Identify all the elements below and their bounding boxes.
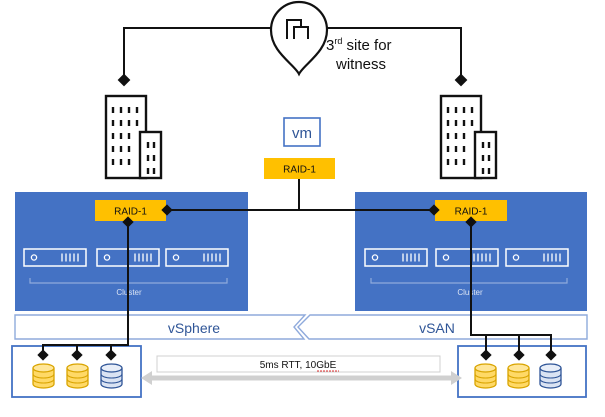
building-icon-left — [104, 94, 163, 180]
raid-label-left: RAID-1 — [114, 207, 147, 218]
database-icon — [32, 363, 55, 389]
raid-box-right — [435, 200, 507, 221]
witness-label-line2: witness — [335, 56, 386, 73]
cluster-label-left: Cluster — [116, 288, 142, 297]
cluster-bracket-right — [370, 278, 568, 284]
disk-link-end-right — [465, 216, 477, 228]
disk-link-end — [545, 349, 557, 361]
database-icon — [66, 363, 89, 389]
platform-label-vsphere: vSphere — [168, 320, 220, 336]
raid-label-top: RAID-1 — [283, 165, 316, 176]
witness-link-end-right — [454, 73, 468, 87]
replication-end-left — [161, 204, 173, 216]
disk-link-end — [480, 349, 492, 361]
vm-label: vm — [292, 125, 312, 142]
building-icon-right — [439, 94, 498, 180]
raid-label-right: RAID-1 — [455, 207, 488, 218]
disk-link-end — [513, 349, 525, 361]
location-pin-icon — [269, 0, 329, 77]
witness-label: 3rd site for — [326, 36, 392, 54]
network-link-label: 5ms RTT, 10GbE — [260, 360, 337, 371]
replication-end-right — [428, 204, 440, 216]
raid-box-top — [264, 158, 335, 179]
platform-band-left — [14, 314, 307, 340]
database-icon — [474, 363, 497, 389]
database-icon — [507, 363, 530, 389]
witness-link-end-left — [117, 73, 131, 87]
platform-label-vsan: vSAN — [419, 320, 455, 336]
raid-box-left — [95, 200, 166, 221]
network-link-arrow-head-right — [451, 371, 462, 385]
network-link-arrow-head-left — [141, 371, 152, 385]
database-icon — [100, 363, 123, 389]
witness-links — [123, 27, 462, 80]
disk-link-end — [37, 349, 49, 361]
platform-band-right — [297, 314, 588, 340]
database-icon — [539, 363, 562, 389]
vm-icon: vm — [283, 117, 321, 147]
network-link-box — [156, 355, 441, 373]
